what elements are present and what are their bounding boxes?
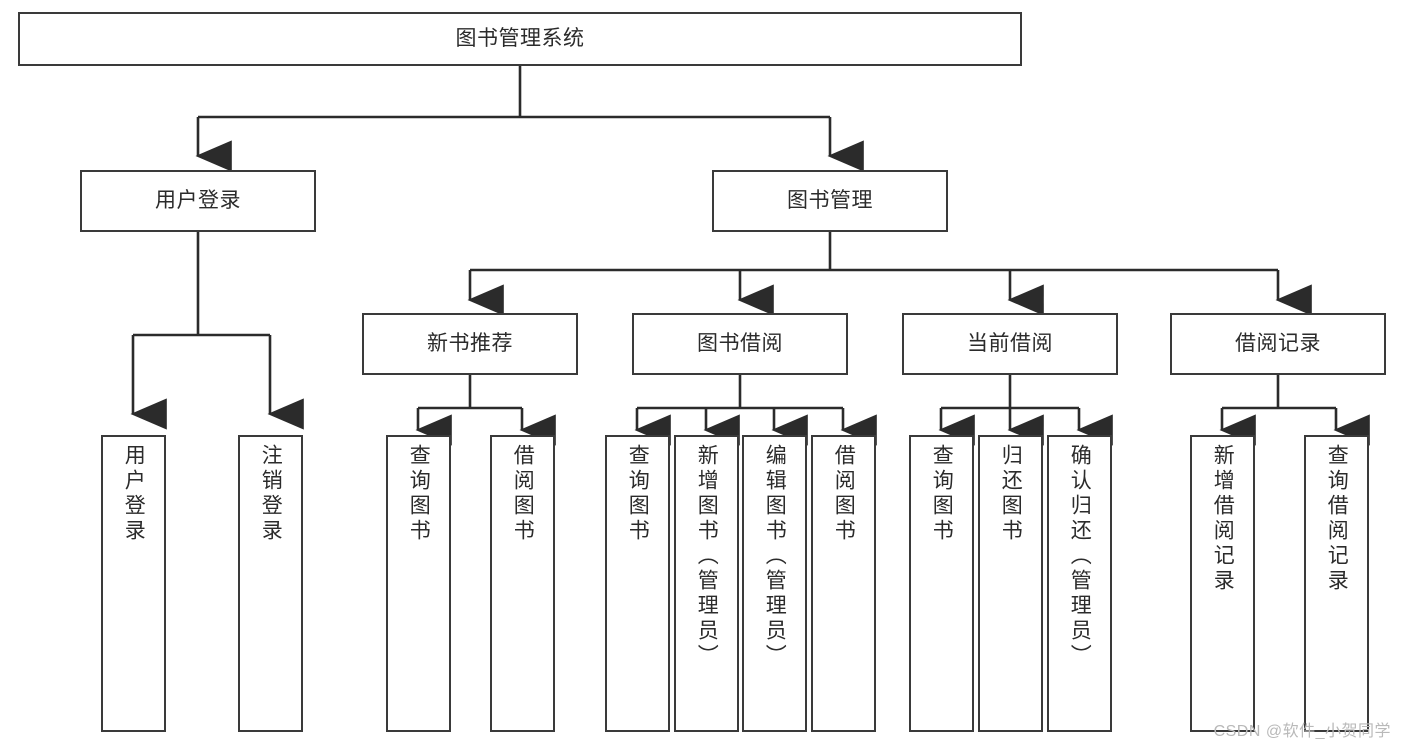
node-book-borrow[interactable]: 图书借阅	[632, 313, 848, 375]
leaf-current-borrow-query[interactable]: 查询图书	[909, 435, 974, 732]
node-label: 编辑图书（管理员）	[763, 444, 787, 669]
csdn-watermark: CSDN @软件_小贺同学	[1213, 723, 1391, 740]
leaf-borrow-record-query[interactable]: 查询借阅记录	[1304, 435, 1369, 732]
node-label: 借阅记录	[1235, 332, 1321, 356]
node-label: 新增借阅记录	[1211, 444, 1235, 594]
node-new-book-recommend[interactable]: 新书推荐	[362, 313, 578, 375]
node-label: 用户登录	[122, 444, 146, 544]
leaf-current-borrow-return[interactable]: 归还图书	[978, 435, 1043, 732]
leaf-book-borrow-query[interactable]: 查询图书	[605, 435, 670, 732]
node-label: 图书管理系统	[455, 27, 585, 51]
leaf-new-book-borrow[interactable]: 借阅图书	[490, 435, 555, 732]
node-current-borrow[interactable]: 当前借阅	[902, 313, 1118, 375]
node-label: 确认归还（管理员）	[1068, 444, 1092, 669]
node-label: 借阅图书	[511, 444, 535, 544]
node-label: 注销登录	[259, 444, 283, 544]
node-label: 借阅图书	[832, 444, 856, 544]
node-label: 图书借阅	[697, 332, 783, 356]
node-label: 归还图书	[999, 444, 1023, 544]
leaf-new-book-query[interactable]: 查询图书	[386, 435, 451, 732]
node-label: 查询图书	[407, 444, 431, 544]
leaf-user-login-login[interactable]: 用户登录	[101, 435, 166, 732]
leaf-book-borrow-add[interactable]: 新增图书（管理员）	[674, 435, 739, 732]
leaf-book-borrow-borrow[interactable]: 借阅图书	[811, 435, 876, 732]
node-root-system[interactable]: 图书管理系统	[18, 12, 1022, 66]
leaf-user-login-logout[interactable]: 注销登录	[238, 435, 303, 732]
node-label: 当前借阅	[967, 332, 1053, 356]
leaf-book-borrow-edit[interactable]: 编辑图书（管理员）	[742, 435, 807, 732]
node-label: 查询图书	[626, 444, 650, 544]
node-user-login[interactable]: 用户登录	[80, 170, 316, 232]
leaf-current-borrow-confirm[interactable]: 确认归还（管理员）	[1047, 435, 1112, 732]
node-label: 新书推荐	[427, 332, 513, 356]
node-label: 查询借阅记录	[1325, 444, 1349, 594]
node-label: 图书管理	[787, 189, 873, 213]
node-label: 新增图书（管理员）	[695, 444, 719, 669]
node-borrow-record[interactable]: 借阅记录	[1170, 313, 1386, 375]
leaf-borrow-record-add[interactable]: 新增借阅记录	[1190, 435, 1255, 732]
node-label: 查询图书	[930, 444, 954, 544]
node-label: 用户登录	[155, 189, 241, 213]
node-book-management[interactable]: 图书管理	[712, 170, 948, 232]
